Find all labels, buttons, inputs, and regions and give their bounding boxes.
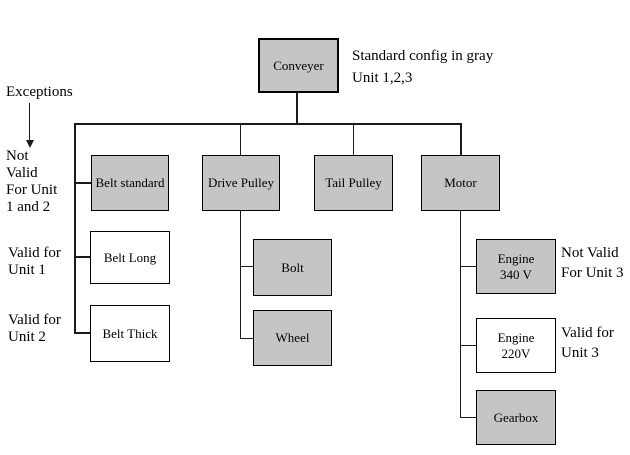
node-label: Gearbox bbox=[493, 409, 539, 425]
node-belt-standard: Belt standard bbox=[91, 155, 169, 211]
connector-drop-drive-pulley bbox=[240, 124, 241, 155]
note-valid-unit-2: Valid for Unit 2 bbox=[8, 312, 61, 346]
node-label: Motor bbox=[444, 175, 477, 190]
note-valid-unit-1: Valid for Unit 1 bbox=[8, 245, 61, 279]
node-engine-340: Engine 340 V bbox=[476, 239, 556, 294]
node-label: Bolt bbox=[281, 259, 304, 275]
note-line: Not bbox=[6, 148, 29, 164]
connector-stub-engine-220 bbox=[460, 345, 476, 346]
exceptions-heading: Exceptions bbox=[6, 84, 73, 100]
node-label: Wheel bbox=[275, 330, 310, 345]
note-line: 1 and 2 bbox=[6, 199, 51, 215]
node-motor: Motor bbox=[421, 155, 500, 211]
node-label-line: Engine bbox=[497, 250, 535, 266]
connector-trunk bbox=[296, 93, 298, 124]
node-label: Conveyer bbox=[273, 57, 324, 73]
note-valid-unit-3: Valid for Unit 3 bbox=[561, 323, 614, 363]
note-line: Valid for bbox=[561, 325, 614, 341]
legend-note: Standard config in gray Unit 1,2,3 bbox=[352, 45, 493, 89]
exceptions-arrow-shaft bbox=[29, 103, 30, 141]
connector-stub-gearbox bbox=[460, 417, 476, 418]
node-label-line: Engine bbox=[497, 329, 535, 345]
node-conveyer: Conveyer bbox=[258, 38, 339, 93]
connector-branch bbox=[74, 123, 462, 125]
node-label: Tail Pulley bbox=[325, 175, 382, 190]
node-wheel: Wheel bbox=[253, 310, 332, 366]
node-gearbox: Gearbox bbox=[476, 390, 556, 445]
connector-stub-belt-standard bbox=[74, 182, 91, 184]
connector-motor-rail bbox=[460, 211, 461, 418]
connector-drop-motor bbox=[460, 124, 462, 155]
note-not-valid-unit-1-2: Not Valid For Unit 1 and 2 bbox=[6, 148, 57, 216]
connector-stub-belt-long bbox=[74, 256, 90, 258]
note-line: Valid for bbox=[8, 312, 61, 328]
connector-stub-belt-thick bbox=[74, 332, 90, 334]
node-engine-220: Engine 220V bbox=[476, 318, 556, 373]
note-line: For Unit bbox=[6, 182, 58, 198]
note-line: For Unit 3 bbox=[561, 265, 624, 281]
note-not-valid-unit-3: Not Valid For Unit 3 bbox=[561, 243, 624, 283]
note-line: Not Valid bbox=[561, 245, 619, 261]
note-line: Unit 2 bbox=[8, 329, 46, 345]
connector-stub-engine-340 bbox=[460, 266, 476, 267]
node-tail-pulley: Tail Pulley bbox=[314, 155, 393, 211]
node-bolt: Bolt bbox=[253, 239, 332, 296]
connector-drop-tail-pulley bbox=[353, 124, 354, 155]
node-label-line: 220V bbox=[501, 345, 531, 361]
node-label: Belt Long bbox=[103, 249, 157, 265]
connector-left-rail bbox=[74, 123, 76, 334]
note-line: Unit 3 bbox=[561, 345, 599, 361]
note-line: Valid for bbox=[8, 245, 61, 261]
legend-line-1: Standard config in gray bbox=[352, 48, 494, 64]
node-belt-long: Belt Long bbox=[90, 231, 170, 284]
note-line: Valid bbox=[6, 165, 38, 181]
connector-drive-rail bbox=[240, 211, 241, 339]
node-label: Belt Thick bbox=[102, 325, 158, 341]
node-label: Drive Pulley bbox=[207, 175, 275, 190]
connector-stub-bolt bbox=[240, 266, 253, 267]
node-label: Belt standard bbox=[95, 175, 165, 190]
node-label-line: 340 V bbox=[500, 266, 532, 282]
exceptions-arrow-head-icon bbox=[26, 140, 34, 148]
node-belt-thick: Belt Thick bbox=[90, 305, 170, 362]
note-line: Unit 1 bbox=[8, 262, 46, 278]
legend-line-2: Unit 1,2,3 bbox=[352, 70, 413, 86]
connector-stub-wheel bbox=[240, 338, 253, 339]
node-drive-pulley: Drive Pulley bbox=[202, 155, 280, 211]
